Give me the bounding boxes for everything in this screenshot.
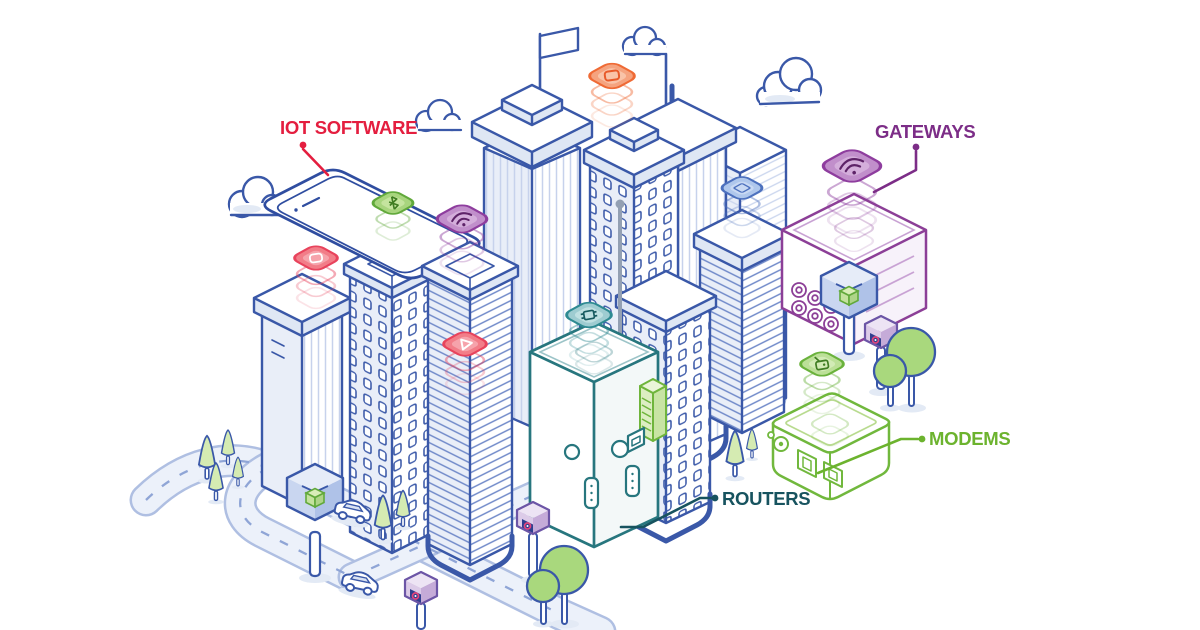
leader-line [619,496,713,529]
wifi-icon [451,212,473,227]
sensor-orange [588,62,636,128]
cube-node-purple [515,500,551,584]
modem-box [767,392,891,501]
smartphone [263,168,481,280]
sensor-red-play [442,331,488,396]
routers-label: ROUTERS [722,488,810,509]
cube-node-blue [819,260,879,361]
leader-line [872,149,918,194]
router-box [528,199,667,549]
inner-green-cube-icon [304,487,326,509]
sensor-green-bluetooth [371,191,415,241]
gateways-label: GATEWAYS [875,121,975,142]
cube-node-purple [403,570,439,630]
flag-icon [538,26,580,90]
conifer-trees [197,428,759,545]
leader-dot [912,143,920,151]
wifi-beacon-purple [821,149,883,234]
leader-dot [711,494,719,502]
leader-line [816,437,920,475]
wifi-beacon-purple [435,204,489,276]
modems-label: MODEMS [929,428,1010,449]
leader-dot [299,141,307,149]
round-trees [872,326,937,413]
label-routers: ROUTERS [619,488,811,529]
modem-knob [767,431,789,452]
sensor-teal-chip [565,301,613,367]
label-modems: MODEMS [816,428,1011,475]
sensor-green-meter [799,351,845,415]
sensor-red [293,245,339,310]
inner-green-cube-icon [838,285,860,307]
meter-icon [814,356,830,371]
router-ports [563,426,646,510]
chip-icon [580,309,598,321]
cloud-icon [414,98,463,133]
label-gateways: GATEWAYS [872,121,976,194]
sensor-blue [720,176,764,239]
leader-line [301,147,330,177]
car-icon [338,571,379,600]
label-iot-software: IOT SOFTWARE [280,117,418,177]
gateway-box [780,192,928,346]
leader-dot [918,435,926,443]
cube-node-blue [285,462,345,583]
tower-left-plain [252,272,352,508]
iot-software-label: IOT SOFTWARE [280,117,417,138]
round-trees [525,544,590,629]
clouds [227,25,823,219]
tower-slatted-left [420,240,520,583]
tower-slatted-right [692,208,792,435]
cloud-icon [621,25,667,57]
car-icon [331,499,372,528]
cloud-icon [755,56,823,107]
wifi-icon [839,158,865,175]
